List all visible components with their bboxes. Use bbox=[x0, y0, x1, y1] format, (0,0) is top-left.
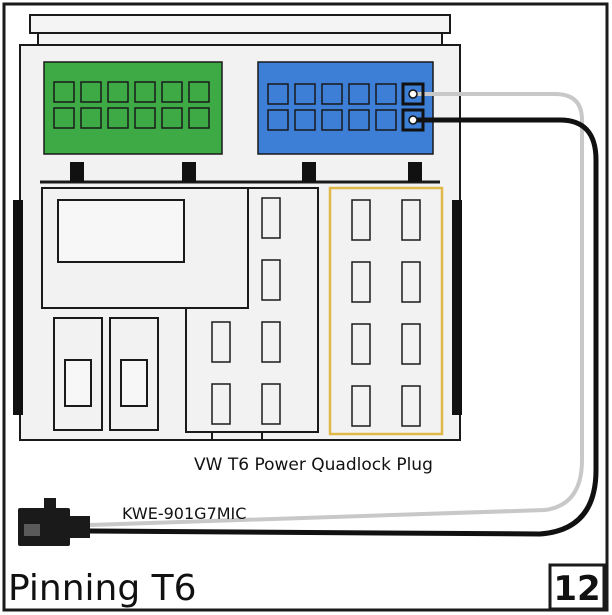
yellow-pin bbox=[351, 323, 371, 365]
grey-wire bbox=[89, 92, 584, 527]
blue-pin bbox=[348, 109, 370, 131]
green-pin bbox=[107, 107, 129, 129]
plug-top-inner bbox=[37, 32, 443, 46]
highlight-pin-top-dot bbox=[408, 89, 418, 99]
yellow-pin-grid bbox=[351, 199, 421, 427]
green-pin-grid bbox=[53, 81, 210, 129]
step-number: 12 bbox=[553, 569, 600, 609]
green-pin bbox=[161, 81, 183, 103]
green-pin bbox=[80, 107, 102, 129]
plug-top-lip bbox=[29, 14, 451, 34]
highlight-pin-bottom bbox=[401, 108, 425, 132]
green-pin bbox=[80, 81, 102, 103]
green-pin bbox=[188, 81, 210, 103]
green-pin bbox=[53, 107, 75, 129]
rail-tab-2 bbox=[182, 162, 196, 182]
green-pin bbox=[134, 81, 156, 103]
blue-pin bbox=[348, 83, 370, 105]
blue-pin bbox=[294, 83, 316, 105]
middle-pin bbox=[261, 321, 281, 363]
yellow-pin bbox=[401, 323, 421, 365]
middle-pin bbox=[211, 321, 231, 363]
blue-pin bbox=[267, 109, 289, 131]
left-latch bbox=[13, 200, 23, 415]
middle-pin bbox=[261, 259, 281, 301]
middle-pin bbox=[211, 383, 231, 425]
highlight-pin-bottom-dot bbox=[408, 115, 418, 125]
yellow-pin bbox=[401, 199, 421, 241]
middle-pin-frame bbox=[185, 187, 319, 433]
green-pin bbox=[53, 81, 75, 103]
plug-label: VW T6 Power Quadlock Plug bbox=[194, 455, 433, 475]
cable-label: KWE-901G7MIC bbox=[122, 504, 246, 523]
blue-pin bbox=[294, 109, 316, 131]
rail-tab-3 bbox=[302, 162, 316, 182]
blue-pin bbox=[375, 109, 397, 131]
rail-tab-4 bbox=[408, 162, 422, 182]
blue-pin bbox=[375, 83, 397, 105]
middle-pin-grid bbox=[211, 197, 281, 425]
blue-pin bbox=[321, 83, 343, 105]
highlight-pin-top bbox=[401, 82, 425, 106]
page-title: Pinning T6 bbox=[8, 568, 197, 609]
middle-pin bbox=[261, 383, 281, 425]
yellow-pin bbox=[401, 261, 421, 303]
middle-pin bbox=[261, 197, 281, 239]
green-pin bbox=[134, 107, 156, 129]
tall-slot-right bbox=[120, 359, 148, 407]
green-pin bbox=[161, 107, 183, 129]
yellow-pin-block bbox=[328, 186, 444, 436]
connector-icon bbox=[18, 498, 90, 546]
yellow-pin bbox=[351, 261, 371, 303]
yellow-pin bbox=[351, 385, 371, 427]
yellow-pin bbox=[401, 385, 421, 427]
right-latch bbox=[452, 200, 462, 415]
rail-tab-1 bbox=[70, 162, 84, 182]
blue-pin bbox=[267, 83, 289, 105]
yellow-pin bbox=[351, 199, 371, 241]
blue-pin bbox=[321, 109, 343, 131]
green-pin bbox=[107, 81, 129, 103]
bottom-notch bbox=[211, 431, 263, 440]
blue-pin-grid bbox=[267, 83, 397, 131]
black-wire bbox=[89, 117, 599, 537]
step-number-box bbox=[548, 563, 606, 611]
large-slot bbox=[57, 199, 185, 263]
green-pin bbox=[188, 107, 210, 129]
tall-slot-left bbox=[64, 359, 92, 407]
blue-pin-block bbox=[257, 61, 434, 155]
